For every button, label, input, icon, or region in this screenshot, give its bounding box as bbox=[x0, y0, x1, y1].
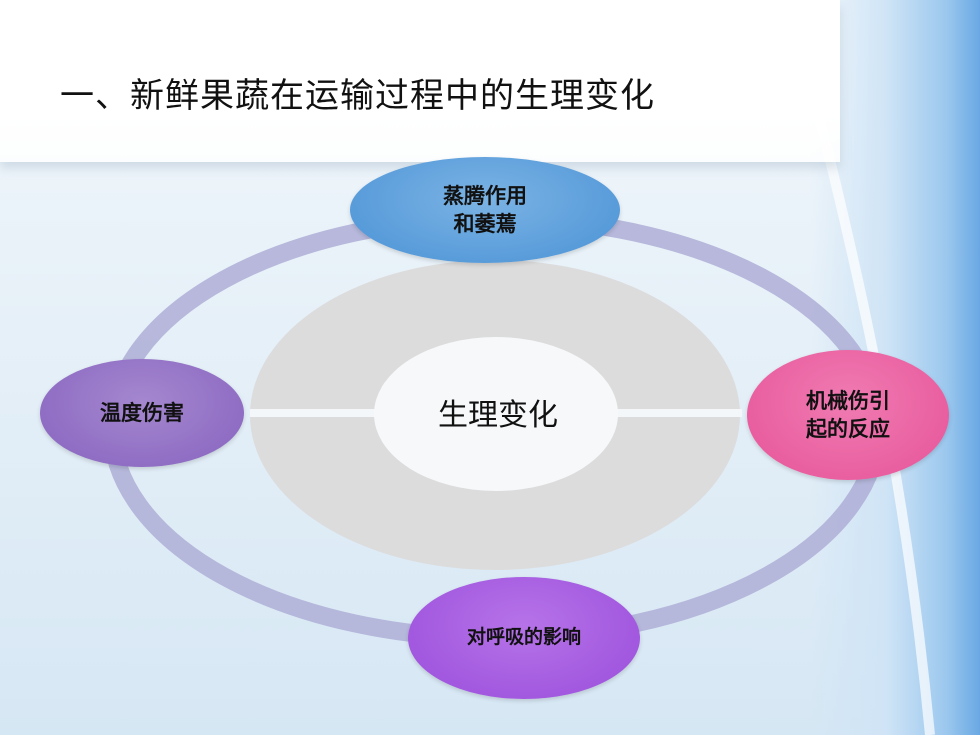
node-left-label: 温度伤害 bbox=[100, 400, 184, 425]
node-transpiration: 蒸腾作用 和萎蔫 bbox=[350, 157, 620, 263]
center-hole bbox=[374, 337, 618, 491]
center-label: 生理变化 bbox=[438, 398, 558, 433]
node-respiration-effect: 对呼吸的影响 bbox=[408, 577, 640, 699]
node-mechanical-injury: 机械伤引 起的反应 bbox=[747, 350, 949, 480]
node-right-line2: 起的反应 bbox=[806, 417, 890, 441]
title-band bbox=[0, 0, 840, 162]
node-top-line1: 蒸腾作用 bbox=[443, 183, 527, 208]
node-temperature-damage: 温度伤害 bbox=[40, 359, 244, 467]
separator-right bbox=[612, 409, 742, 417]
separator-left bbox=[250, 409, 380, 417]
node-bottom-label: 对呼吸的影响 bbox=[466, 626, 581, 649]
slide-title: 一、新鲜果蔬在运输过程中的生理变化 bbox=[60, 76, 655, 116]
node-top-line2: 和萎蔫 bbox=[453, 212, 517, 236]
node-right-line1: 机械伤引 bbox=[806, 388, 890, 413]
